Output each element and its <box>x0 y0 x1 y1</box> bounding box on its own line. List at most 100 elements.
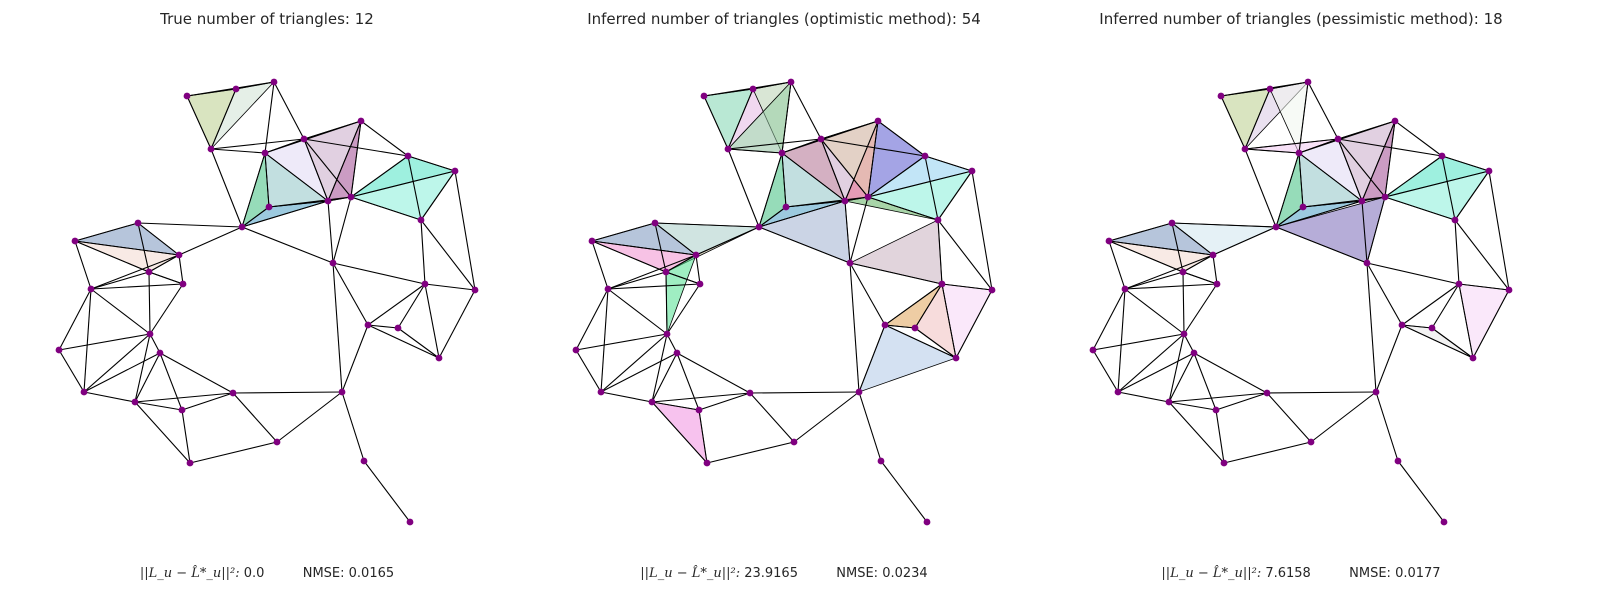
node-V <box>938 280 946 288</box>
edge-QS <box>1124 271 1184 290</box>
edge-QR <box>148 254 180 273</box>
edge-gi <box>232 392 278 443</box>
metrics-line: ||L_u − L̂*_u||²: 7.6158 NMSE: 0.0177 <box>1041 566 1561 581</box>
node-B <box>1266 85 1274 93</box>
edge-DE <box>727 148 783 154</box>
edge-PQ <box>1108 240 1184 273</box>
edge-gh <box>749 391 860 394</box>
edge-LN <box>407 155 422 221</box>
edge-UV <box>1366 262 1460 285</box>
edge-ad <box>600 333 668 393</box>
edge-GE <box>781 120 879 154</box>
node-d <box>1114 388 1122 396</box>
edge-KU <box>849 196 869 264</box>
edge-FJ <box>820 138 846 202</box>
edge-CE <box>781 81 792 154</box>
node-g <box>746 389 754 397</box>
edge-bd <box>83 352 161 393</box>
edge-XY <box>1401 324 1433 329</box>
node-T <box>179 280 187 288</box>
edge-PQ <box>591 240 667 273</box>
node-C <box>787 78 795 86</box>
edge-WM <box>454 170 476 291</box>
node-U <box>846 259 854 267</box>
edge-Sc <box>1092 288 1126 351</box>
edge-VN <box>1454 219 1460 285</box>
nmse-label: NMSE: <box>1349 566 1391 581</box>
edge-VN <box>420 219 426 285</box>
edge-GK <box>867 120 879 198</box>
node-P <box>588 237 596 245</box>
edge-EJ <box>781 152 846 202</box>
edge-gh <box>1266 391 1377 394</box>
node-e <box>1165 398 1173 406</box>
edge-DE <box>210 148 266 154</box>
node-M <box>451 167 459 175</box>
edge-QT <box>148 271 184 285</box>
edge-AB <box>186 88 237 97</box>
edge-DF <box>210 138 305 150</box>
node-f <box>1212 406 1220 414</box>
edge-HO <box>654 222 760 228</box>
edge-RT <box>178 254 184 285</box>
edge-Sa <box>90 288 151 335</box>
node-Y <box>911 324 919 332</box>
edge-Sa <box>1124 288 1185 335</box>
panel-pessimistic: Inferred number of triangles (pessimisti… <box>1041 0 1561 600</box>
edge-eg <box>651 392 751 403</box>
edge-GE <box>264 120 362 154</box>
node-j <box>186 459 194 467</box>
edge-be <box>134 352 161 403</box>
edge-TS <box>607 283 701 290</box>
node-e <box>131 398 139 406</box>
edge-GJ <box>1361 120 1396 202</box>
edge-fj <box>181 409 191 464</box>
edge-GL <box>360 120 409 157</box>
edge-CF <box>790 81 822 140</box>
node-c <box>572 346 580 354</box>
edge-BC <box>235 81 275 90</box>
edge-ab <box>1183 333 1195 354</box>
edge-AB <box>703 88 754 97</box>
edge-ej <box>651 401 708 464</box>
edge-HI <box>1275 206 1304 228</box>
node-S <box>604 285 612 293</box>
node-j <box>1220 459 1228 467</box>
edge-AD <box>703 95 729 150</box>
node-X <box>881 321 889 329</box>
node-L <box>404 152 412 160</box>
node-L <box>1438 152 1446 160</box>
node-G <box>357 117 365 125</box>
edge-cd <box>575 349 602 393</box>
edge-ae <box>1168 333 1185 403</box>
edge-kl <box>880 460 928 523</box>
edge-hX <box>1375 324 1403 393</box>
edge-VW <box>1458 283 1510 291</box>
edge-OP <box>1108 222 1173 242</box>
edge-CF <box>1307 81 1339 140</box>
node-i <box>273 438 281 446</box>
node-R <box>1209 251 1217 259</box>
node-T <box>696 280 704 288</box>
edge-KU <box>332 196 352 264</box>
edge-ef <box>1168 401 1217 411</box>
edge-EH <box>241 152 266 228</box>
node-C <box>1304 78 1312 86</box>
edge-KL <box>867 155 926 198</box>
edge-WZ <box>955 289 993 359</box>
node-a <box>1180 330 1188 338</box>
node-a <box>146 330 154 338</box>
edge-OQ <box>137 222 150 273</box>
node-M <box>1485 167 1493 175</box>
node-k <box>877 457 885 465</box>
edge-CE <box>264 81 275 154</box>
edge-bg <box>1193 352 1268 394</box>
edge-AD <box>186 95 212 150</box>
edge-HR <box>1212 226 1277 256</box>
edge-ab <box>666 333 678 354</box>
edge-de <box>600 391 653 403</box>
edge-TS <box>90 283 184 290</box>
edge-HU <box>758 226 851 264</box>
edge-YZ <box>1431 327 1474 359</box>
edge-QR <box>1182 254 1214 273</box>
